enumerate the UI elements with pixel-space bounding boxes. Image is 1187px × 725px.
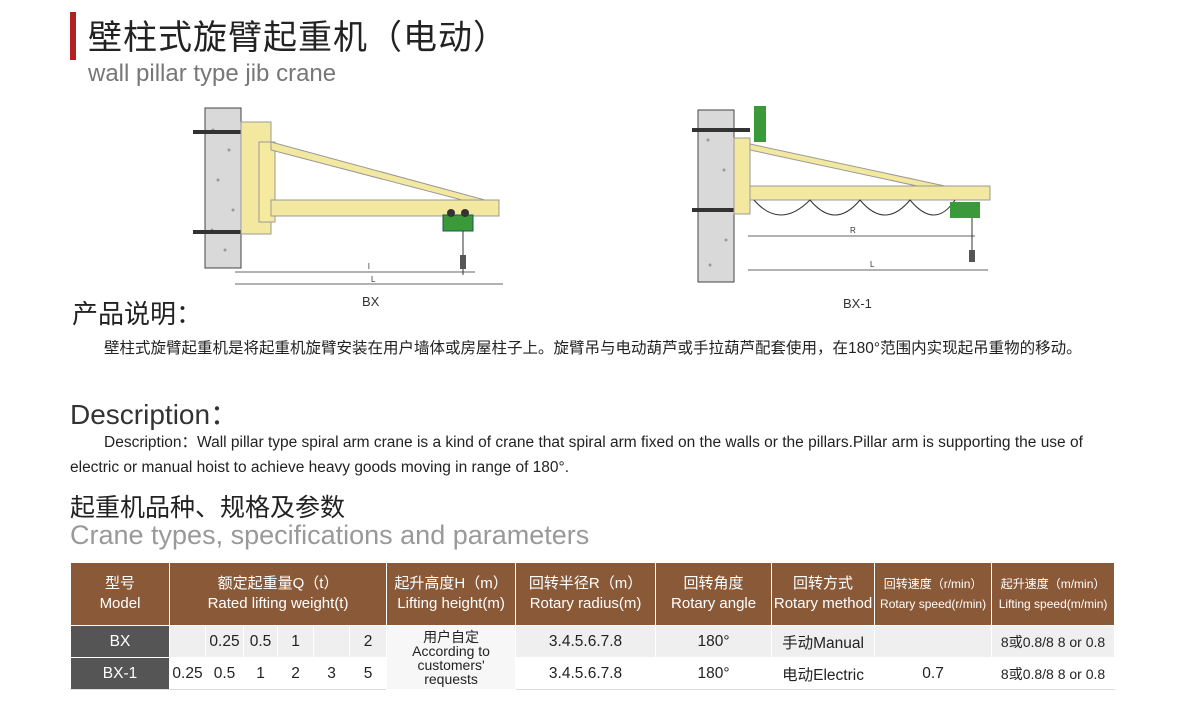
header-rotary-speed: 回转速度（r/min）Rotary speed(r/min) — [874, 562, 993, 626]
cell-weight: 0.25 — [169, 657, 206, 690]
product-info-text: 壁柱式旋臂起重机是将起重机旋臂安装在用户墙体或房屋柱子上。旋臂吊与电动葫芦或手拉… — [104, 340, 1082, 357]
svg-text:l: l — [368, 262, 370, 271]
cell-weight: 3 — [313, 657, 350, 690]
cell-rotary-speed: 0.7 — [874, 657, 993, 690]
title-accent-bar — [70, 12, 76, 60]
bx1-diagram-caption: BX-1 — [843, 296, 872, 311]
cell-height: 用户自定 According to customers' requests — [386, 625, 517, 690]
cell-angle: 180° — [655, 657, 773, 690]
cell-lifting-speed: 8或0.8/8 8 or 0.8 — [991, 625, 1116, 658]
header-lifting-speed: 起升速度（m/min）Lifting speed(m/min) — [991, 562, 1116, 626]
cell-weight: 1 — [243, 657, 278, 690]
page-subtitle: wall pillar type jib crane — [88, 60, 337, 87]
svg-text:L: L — [870, 260, 875, 269]
bx-diagram-caption: BX — [362, 294, 380, 309]
cell-model: BX-1 — [70, 657, 170, 690]
cell-weight — [169, 625, 206, 658]
svg-text:L: L — [371, 275, 376, 284]
cell-model: BX — [70, 625, 170, 658]
specs-heading-cn: 起重机品种、规格及参数 — [70, 494, 346, 522]
description-text: Description：Wall pillar type spiral arm … — [70, 434, 1083, 476]
cell-weight: 0.5 — [243, 625, 278, 658]
bx1-crane-diagram: R L — [692, 106, 991, 283]
cell-method: 手动Manual — [771, 625, 876, 658]
table-row: BX-1 0.25 0.5 1 2 3 5 3.4.5.6.7.8 180° 电… — [70, 657, 1116, 690]
cell-rotary-speed — [874, 625, 993, 658]
page-title: 壁柱式旋臂起重机（电动） — [88, 19, 508, 57]
cell-weight — [313, 625, 350, 658]
cell-weight: 1 — [277, 625, 314, 658]
table-row: BX 0.25 0.5 1 2 用户自定 According to custom… — [70, 625, 1116, 690]
header-radius: 回转半径R（m）Rotary radius(m) — [515, 562, 657, 626]
cell-radius: 3.4.5.6.7.8 — [515, 625, 657, 658]
cell-method: 电动Electric — [771, 657, 876, 690]
bx-crane-diagram: l L — [193, 107, 503, 285]
header-weight: 额定起重量Q（t）Rated lifting weight(t) — [168, 562, 388, 626]
cell-weight: 0.5 — [205, 657, 244, 690]
cell-weight: 0.25 — [205, 625, 244, 658]
header-height: 起升高度H（m）Lifting height(m) — [386, 562, 517, 626]
description-heading: Description： — [70, 399, 239, 430]
cell-weight: 2 — [348, 625, 388, 658]
cell-angle: 180° — [655, 625, 773, 658]
specs-heading-en: Crane types, specifications and paramete… — [70, 520, 590, 550]
cell-radius: 3.4.5.6.7.8 — [515, 657, 657, 690]
cell-weight: 2 — [277, 657, 314, 690]
cell-lifting-speed: 8或0.8/8 8 or 0.8 — [991, 657, 1116, 690]
product-info-heading: 产品说明： — [72, 299, 203, 329]
svg-text:R: R — [850, 226, 856, 235]
cell-weight: 5 — [348, 657, 388, 690]
